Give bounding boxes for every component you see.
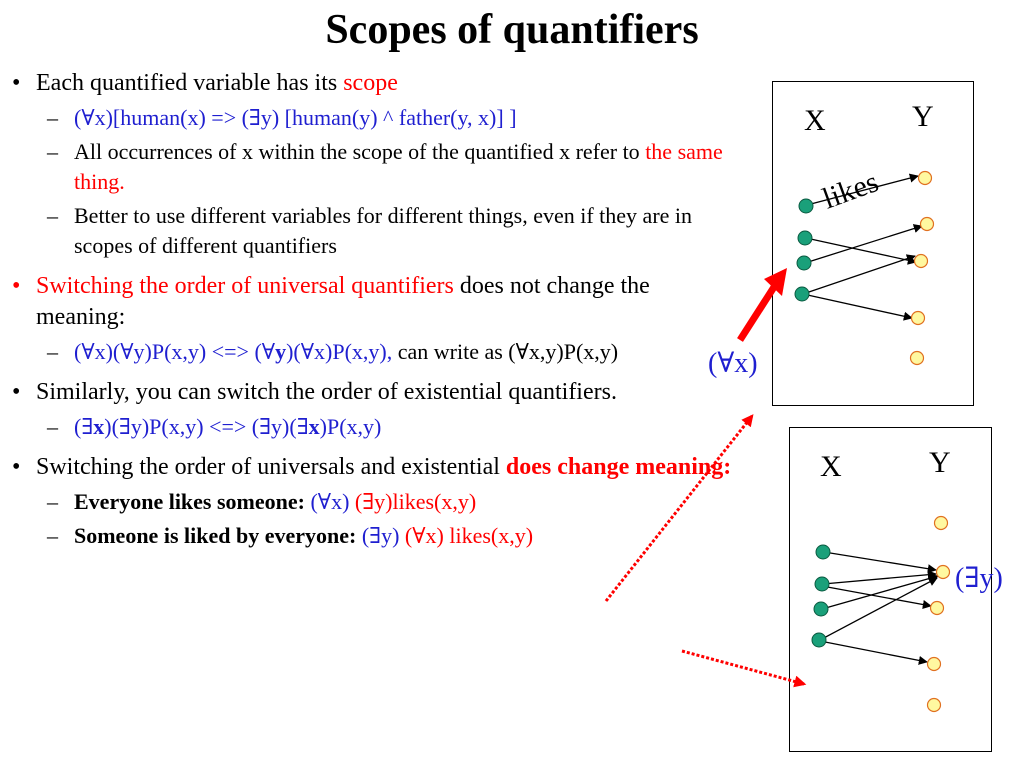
x-node (813, 601, 829, 617)
dash-icon: – (47, 489, 58, 514)
sub-bullet-item: –(∀x)(∀y)P(x,y) <=> (∀y)(∀x)P(x,y), can … (10, 337, 740, 367)
bullet-dot-icon: • (12, 454, 21, 480)
sub-bullet-item: –All occurrences of x within the scope o… (10, 137, 740, 197)
bullet-text: All occurrences of x within the scope of… (74, 139, 646, 164)
likes-edge-label: likes (818, 165, 883, 215)
bottom-x-label: X (820, 450, 842, 483)
bullet-item: • Each quantified variable has its scope (10, 68, 740, 99)
x-node (798, 198, 814, 214)
bullet-text: scope (343, 70, 398, 96)
bullet-item: • Similarly, you can switch the order of … (10, 377, 740, 408)
bullet-text: (∀x) likes(x,y) (404, 523, 534, 548)
bullet-text: Everyone likes someone: (74, 489, 305, 514)
sub-bullet-item: –Someone is liked by everyone: (∃y) (∀x)… (10, 521, 740, 551)
sub-bullet-item: –(∃x)(∃y)P(x,y) <=> (∃y)(∃x)P(x,y) (10, 412, 740, 442)
x-node (794, 286, 810, 302)
bullet-text: Each quantified variable has its (36, 70, 344, 96)
dotted-arrow-to-top-panel (604, 414, 754, 602)
bullet-text: (∃y)likes(x,y) (354, 489, 477, 514)
bullet-text: (∃y) (356, 523, 405, 548)
sub-bullet-item: –Better to use different variables for d… (10, 201, 740, 261)
bullet-item: • Switching the order of universal quanti… (10, 271, 740, 333)
red-arrow-up (737, 285, 777, 342)
bullet-text: )(∃y)P(x,y) <=> (∃y)(∃ (104, 414, 309, 439)
bullet-text: can write as (∀x,y)P(x,y) (392, 339, 619, 364)
bullet-text: (∃ (74, 414, 94, 439)
x-node (814, 576, 830, 592)
edge-line (804, 224, 923, 264)
dash-icon: – (47, 339, 58, 364)
y-node (935, 564, 951, 580)
x-node (811, 632, 827, 648)
edge-line (821, 585, 932, 609)
y-node (926, 697, 942, 713)
sub-bullet-item: –(∀x)[human(x) => (∃y) [human(y) ^ fathe… (10, 103, 740, 133)
bottom-quantifier-label: (∃y) (955, 563, 1003, 594)
bullet-text: x (308, 414, 320, 439)
y-node (910, 310, 926, 326)
x-node (797, 230, 813, 246)
x-node (815, 544, 831, 560)
y-node (913, 253, 929, 269)
edge-line (805, 237, 917, 265)
top-x-label: X (804, 104, 826, 137)
bullet-text: )(∀x)P(x,y), (286, 339, 393, 364)
edge-line (802, 254, 916, 295)
y-node (909, 350, 925, 366)
bullet-text: (∀x)(∀y)P(x,y) <=> (∀ (74, 339, 276, 364)
y-node (933, 515, 949, 531)
top-quantifier-label: (∀x) (708, 348, 758, 379)
top-y-label: Y (912, 100, 934, 133)
bullet-text: Better to use different variables for di… (74, 203, 693, 258)
bullet-text: y (275, 339, 287, 364)
red-arrowhead-icon (764, 268, 787, 296)
edge-line (819, 640, 928, 665)
edge-line (821, 573, 939, 610)
bottom-x-nodes (811, 544, 831, 648)
bullet-text: does not change the meaning: (36, 273, 650, 330)
y-node (917, 170, 933, 186)
bullet-dot-icon: • (12, 379, 21, 405)
dash-icon: – (47, 414, 58, 439)
dash-icon: – (47, 203, 58, 228)
y-node (929, 600, 945, 616)
bullet-text: (∀x)[human(x) => (∃y) [human(y) ^ father… (74, 105, 517, 130)
bottom-y-nodes (926, 515, 951, 713)
top-y-nodes (909, 170, 935, 366)
bullet-text: )P(x,y) (319, 414, 382, 439)
dotted-arrow-to-bottom-panel (681, 649, 807, 688)
bottom-edges (819, 551, 939, 665)
bullet-text: Someone is liked by everyone: (74, 523, 357, 548)
y-node (919, 216, 935, 232)
dash-icon: – (47, 523, 58, 548)
bullet-text: (∀x) (304, 489, 355, 514)
top-x-nodes (794, 198, 814, 302)
y-node (926, 656, 942, 672)
x-node (796, 255, 812, 271)
slide-title: Scopes of quantifiers (325, 7, 699, 53)
bullet-text: Similarly, you can switch the order of e… (36, 379, 617, 405)
bottom-y-label: Y (929, 446, 951, 479)
bullet-dot-icon: • (12, 70, 21, 96)
sub-bullet-item: –Everyone likes someone: (∀x) (∃y)likes(… (10, 487, 740, 517)
edge-line (802, 293, 913, 321)
bullet-text: the same thing. (74, 139, 723, 194)
bullet-list: • Each quantified variable has its scope –… (10, 68, 740, 551)
edge-line (822, 570, 937, 585)
top-edges (802, 173, 923, 321)
bullet-text: Switching the order of universals and ex… (36, 454, 506, 480)
dash-icon: – (47, 105, 58, 130)
dash-icon: – (47, 139, 58, 164)
bullet-text: x (93, 414, 105, 439)
edge-line (806, 173, 919, 206)
bullet-text: does change meaning: (505, 454, 732, 480)
bullet-item: • Switching the order of universals and e… (10, 452, 740, 483)
edge-line (823, 551, 937, 574)
edge-line (819, 577, 938, 641)
bullet-text: Switching the order of universal quantif… (36, 273, 454, 299)
bullet-dot-icon: • (12, 273, 21, 299)
